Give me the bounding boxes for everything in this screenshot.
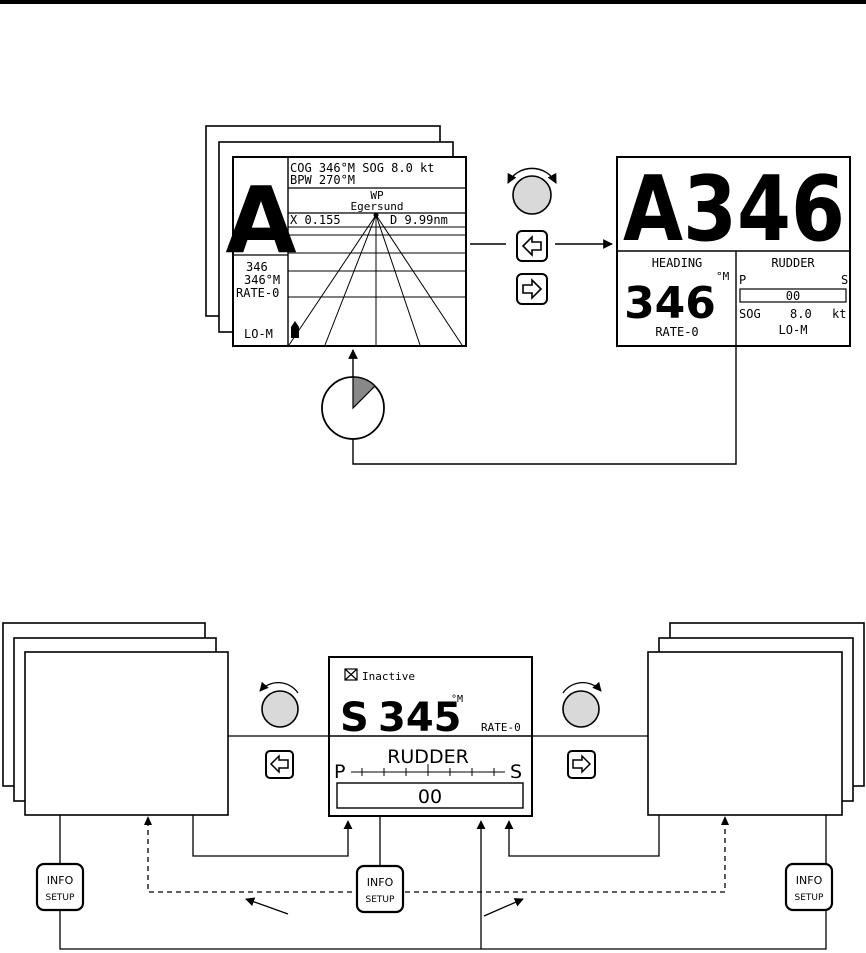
- rudder-screen: Inactive S 345 °M RATE-0 RUDDER P S 00: [328, 656, 533, 817]
- nav-heading-small: 346: [246, 260, 268, 274]
- nav-rate: RATE-0: [236, 286, 279, 300]
- big-sog-unit: kt: [832, 307, 846, 321]
- rudder-bar: [336, 782, 524, 809]
- timer-icon: [321, 376, 385, 440]
- bottom-loop-line: [59, 815, 827, 950]
- nav-response: LO-M: [244, 327, 273, 341]
- big-screen: A346 HEADING 346 °M RATE-0 RUDDER P S 00…: [616, 156, 851, 347]
- nav-cog-line: COG 346°M SOG 8.0 kt: [290, 161, 435, 175]
- top-rotary-knob-icon[interactable]: [507, 167, 557, 215]
- center-setup-label: SETUP: [366, 895, 395, 905]
- left-info-label: INFO: [47, 874, 74, 887]
- right-screen-stack: [647, 622, 865, 816]
- left-pointer-arrow: [245, 897, 289, 915]
- big-mode-course: A346: [623, 157, 845, 262]
- big-heading-unit: °M: [716, 270, 730, 283]
- rudder-mode-letter: S: [340, 695, 369, 741]
- big-heading-value: 346: [624, 278, 716, 329]
- big-rudder-label: RUDDER: [771, 256, 815, 270]
- big-rudder-bar: [739, 288, 847, 303]
- top-right-arrow-key-icon[interactable]: [516, 273, 548, 305]
- rudder-starboard: S: [510, 761, 522, 783]
- big-port: P: [739, 273, 746, 287]
- nav-highway-grid: [288, 214, 465, 346]
- rudder-status: Inactive: [362, 670, 415, 683]
- nav-set-course: 346°M: [244, 273, 280, 287]
- rudder-unit: °M: [451, 694, 463, 705]
- nav-bpw-line: BPW 270°M: [290, 173, 355, 187]
- nav-screen: A 346 346°M RATE-0 LO-M COG 346°M SOG 8.…: [225, 156, 467, 347]
- nav-xte: X 0.155: [290, 213, 341, 227]
- left-screen-stack: [2, 622, 229, 816]
- dashed-left-arrowhead: [144, 816, 152, 825]
- big-sog-label: SOG: [739, 307, 761, 321]
- right-setup-label: SETUP: [795, 893, 824, 903]
- big-sog-value: 8.0: [790, 307, 812, 321]
- right-pointer-arrow: [483, 898, 524, 917]
- left-info-setup-key-icon[interactable]: INFO SETUP: [35, 862, 85, 912]
- right-info-label: INFO: [796, 874, 823, 887]
- center-info-setup-key-icon[interactable]: INFO SETUP: [355, 864, 405, 914]
- rudder-scale: [351, 764, 505, 776]
- left-return-line: [192, 815, 353, 857]
- boat-icon: [291, 321, 299, 338]
- big-response: LO-M: [779, 323, 808, 337]
- nav-wp-name: Egersund: [351, 200, 404, 213]
- nav-mode-letter: A: [225, 167, 296, 274]
- center-info-label: INFO: [367, 876, 394, 889]
- right-rotary-knob-icon[interactable]: [562, 681, 602, 728]
- left-setup-label: SETUP: [46, 893, 75, 903]
- page-top-rule: [0, 0, 866, 4]
- big-heading-label: HEADING: [652, 256, 703, 270]
- big-rudder-value: 00: [786, 289, 800, 303]
- right-info-setup-key-icon[interactable]: INFO SETUP: [784, 862, 834, 912]
- big-rate: RATE-0: [655, 325, 698, 339]
- dashed-right-arrowhead: [721, 816, 729, 825]
- big-starboard: S: [841, 273, 848, 287]
- lower-left-arrow-key-icon[interactable]: [265, 750, 294, 779]
- rudder-heading: 345: [378, 695, 462, 741]
- dashed-loop-line: [147, 821, 726, 893]
- right-return-line: [504, 815, 660, 857]
- rudder-rate: RATE-0: [481, 721, 521, 734]
- nav-distance: D 9.99nm: [390, 213, 448, 227]
- rudder-value: 00: [418, 786, 442, 808]
- rudder-port: P: [334, 761, 345, 783]
- nav-wp-label: WP: [370, 189, 384, 202]
- checkbox-icon: [344, 668, 358, 681]
- rudder-label: RUDDER: [387, 746, 469, 768]
- top-left-arrow-key-icon[interactable]: [516, 230, 548, 262]
- left-rotary-knob-icon[interactable]: [259, 681, 299, 728]
- lower-right-arrow-key-icon[interactable]: [567, 750, 596, 779]
- waypoint-marker-icon: [373, 212, 379, 218]
- return-loop-line: [352, 346, 737, 465]
